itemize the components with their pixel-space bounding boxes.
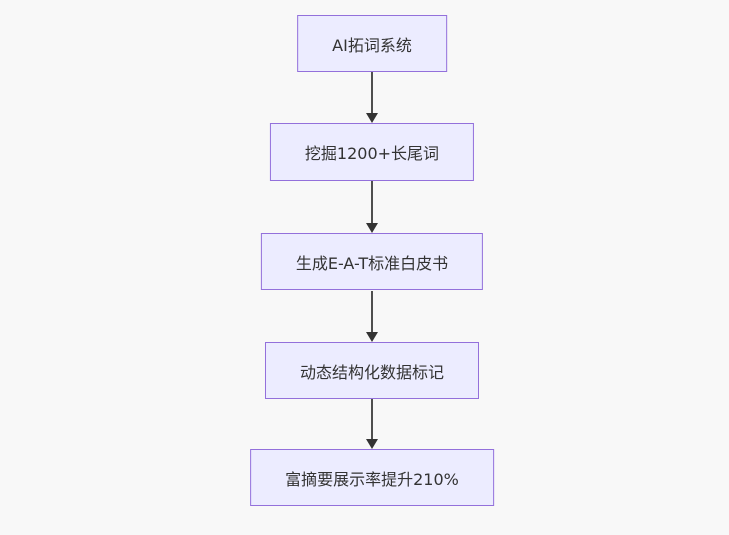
flowchart-node-4: 动态结构化数据标记 [264, 342, 480, 399]
flowchart-arrow-1 [366, 72, 378, 123]
flowchart-node-2: 挖掘1200+长尾词 [269, 123, 475, 181]
node-label: 富摘要展示率提升210% [285, 469, 459, 489]
arrow-head-icon [366, 113, 378, 123]
arrow-line [371, 399, 373, 439]
flowchart-node-3: 生成E-A-T标准白皮书 [260, 233, 484, 290]
arrow-line [371, 181, 373, 223]
arrow-head-icon [366, 439, 378, 449]
node-label: 挖掘1200+长尾词 [304, 144, 440, 163]
node-label: 动态结构化数据标记 [299, 362, 445, 382]
flowchart-node-1: AI拓词系统 [297, 15, 447, 72]
flowchart-node-5: 富摘要展示率提升210% [250, 449, 494, 506]
arrow-head-icon [366, 332, 378, 342]
flowchart-arrow-3 [366, 291, 378, 342]
arrow-head-icon [366, 223, 378, 233]
flowchart-arrow-2 [366, 181, 378, 233]
node-label: 生成E-A-T标准白皮书 [295, 253, 449, 273]
node-label: AI拓词系统 [332, 35, 412, 55]
arrow-line [371, 291, 373, 332]
flowchart-arrow-4 [366, 399, 378, 449]
arrow-line [371, 72, 373, 113]
